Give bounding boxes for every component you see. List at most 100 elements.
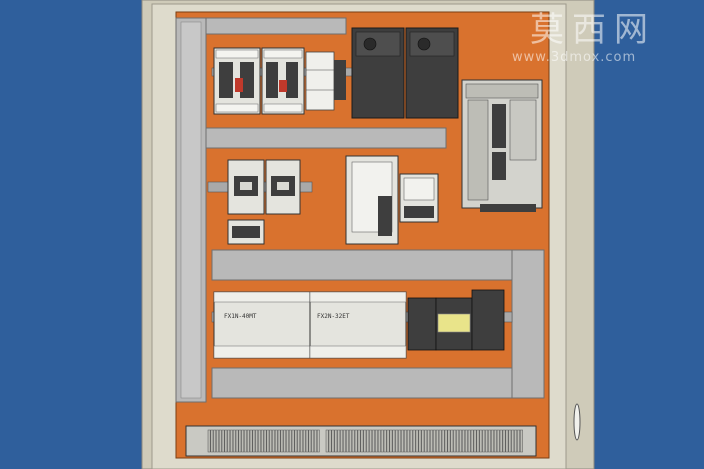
terminal	[398, 429, 402, 453]
terminal-block-top	[305, 51, 346, 111]
terminal	[274, 429, 278, 453]
terminal	[325, 429, 329, 453]
plc-main-unit	[213, 291, 311, 359]
terminal	[427, 429, 431, 453]
wire-duct-top	[205, 17, 347, 35]
wire-duct-middle-2	[211, 249, 513, 281]
terminal	[269, 429, 273, 453]
terminal	[485, 429, 489, 453]
terminal	[505, 429, 509, 453]
terminal	[508, 429, 512, 453]
terminal	[517, 429, 520, 453]
terminal	[297, 429, 301, 453]
terminal	[372, 429, 375, 453]
terminal	[401, 429, 404, 453]
terminal	[288, 429, 292, 453]
wire-duct-bottom	[211, 367, 513, 399]
terminal	[473, 429, 477, 453]
terminal	[232, 429, 236, 453]
terminal	[260, 429, 264, 453]
terminal	[302, 429, 306, 453]
terminal	[277, 429, 281, 453]
terminal	[435, 429, 439, 453]
terminal	[258, 429, 261, 453]
terminal	[380, 429, 384, 453]
terminal	[311, 429, 315, 453]
terminal	[450, 429, 454, 453]
terminal	[283, 429, 287, 453]
terminal	[252, 429, 256, 453]
terminal	[249, 429, 253, 453]
terminal	[308, 429, 312, 453]
terminal	[415, 429, 419, 453]
terminal	[255, 429, 259, 453]
terminal	[337, 429, 341, 453]
terminal	[511, 429, 515, 453]
plc-main-label: FX1N-40MT	[224, 313, 257, 320]
terminal	[409, 429, 413, 453]
servo-drive-2	[405, 27, 459, 119]
terminal	[334, 429, 338, 453]
terminal	[412, 429, 416, 453]
main-breaker-1	[213, 47, 261, 115]
terminal	[340, 429, 344, 453]
main-breaker-2	[261, 47, 305, 115]
terminal	[230, 429, 233, 453]
terminal	[328, 429, 332, 453]
terminal	[476, 429, 480, 453]
contactor-2	[265, 159, 301, 215]
terminal	[438, 429, 442, 453]
terminal	[375, 429, 378, 453]
terminal	[430, 429, 433, 453]
terminal	[459, 429, 462, 453]
terminal	[520, 429, 523, 453]
terminal	[354, 429, 358, 453]
wire-duct-middle-1	[205, 127, 447, 149]
terminal	[493, 429, 497, 453]
terminal	[421, 429, 425, 453]
terminal	[363, 429, 367, 453]
terminal	[227, 429, 231, 453]
terminal	[377, 429, 381, 453]
terminal	[488, 429, 491, 453]
plc-expansion-label: FX2N-32ET	[317, 313, 350, 320]
servo-drive-1	[351, 27, 405, 119]
terminal	[351, 429, 355, 453]
terminal	[456, 429, 460, 453]
terminal	[369, 429, 373, 453]
terminal	[210, 429, 214, 453]
terminal	[383, 429, 387, 453]
terminal	[366, 429, 370, 453]
terminal	[404, 429, 407, 453]
terminal	[286, 429, 289, 453]
terminal	[272, 429, 275, 453]
terminal	[482, 429, 486, 453]
watermark-url: www.3dmox.com	[512, 50, 637, 65]
terminal	[479, 429, 483, 453]
terminal	[291, 429, 295, 453]
terminal	[464, 429, 468, 453]
terminal	[314, 429, 317, 453]
terminal	[213, 429, 217, 453]
terminal	[499, 429, 503, 453]
terminal	[263, 429, 267, 453]
terminal	[235, 429, 239, 453]
terminal	[300, 429, 303, 453]
terminal	[514, 429, 518, 453]
terminal-group-left	[207, 429, 320, 453]
terminal	[406, 429, 410, 453]
terminal	[392, 429, 396, 453]
terminal	[389, 429, 393, 453]
terminal	[207, 429, 211, 453]
terminal	[305, 429, 309, 453]
terminal	[467, 429, 471, 453]
terminal	[496, 429, 500, 453]
terminal	[444, 429, 448, 453]
terminal	[462, 429, 465, 453]
terminal	[280, 429, 284, 453]
terminal	[453, 429, 457, 453]
terminal	[224, 429, 228, 453]
terminal	[218, 429, 222, 453]
plc-expansion-unit	[309, 291, 407, 359]
